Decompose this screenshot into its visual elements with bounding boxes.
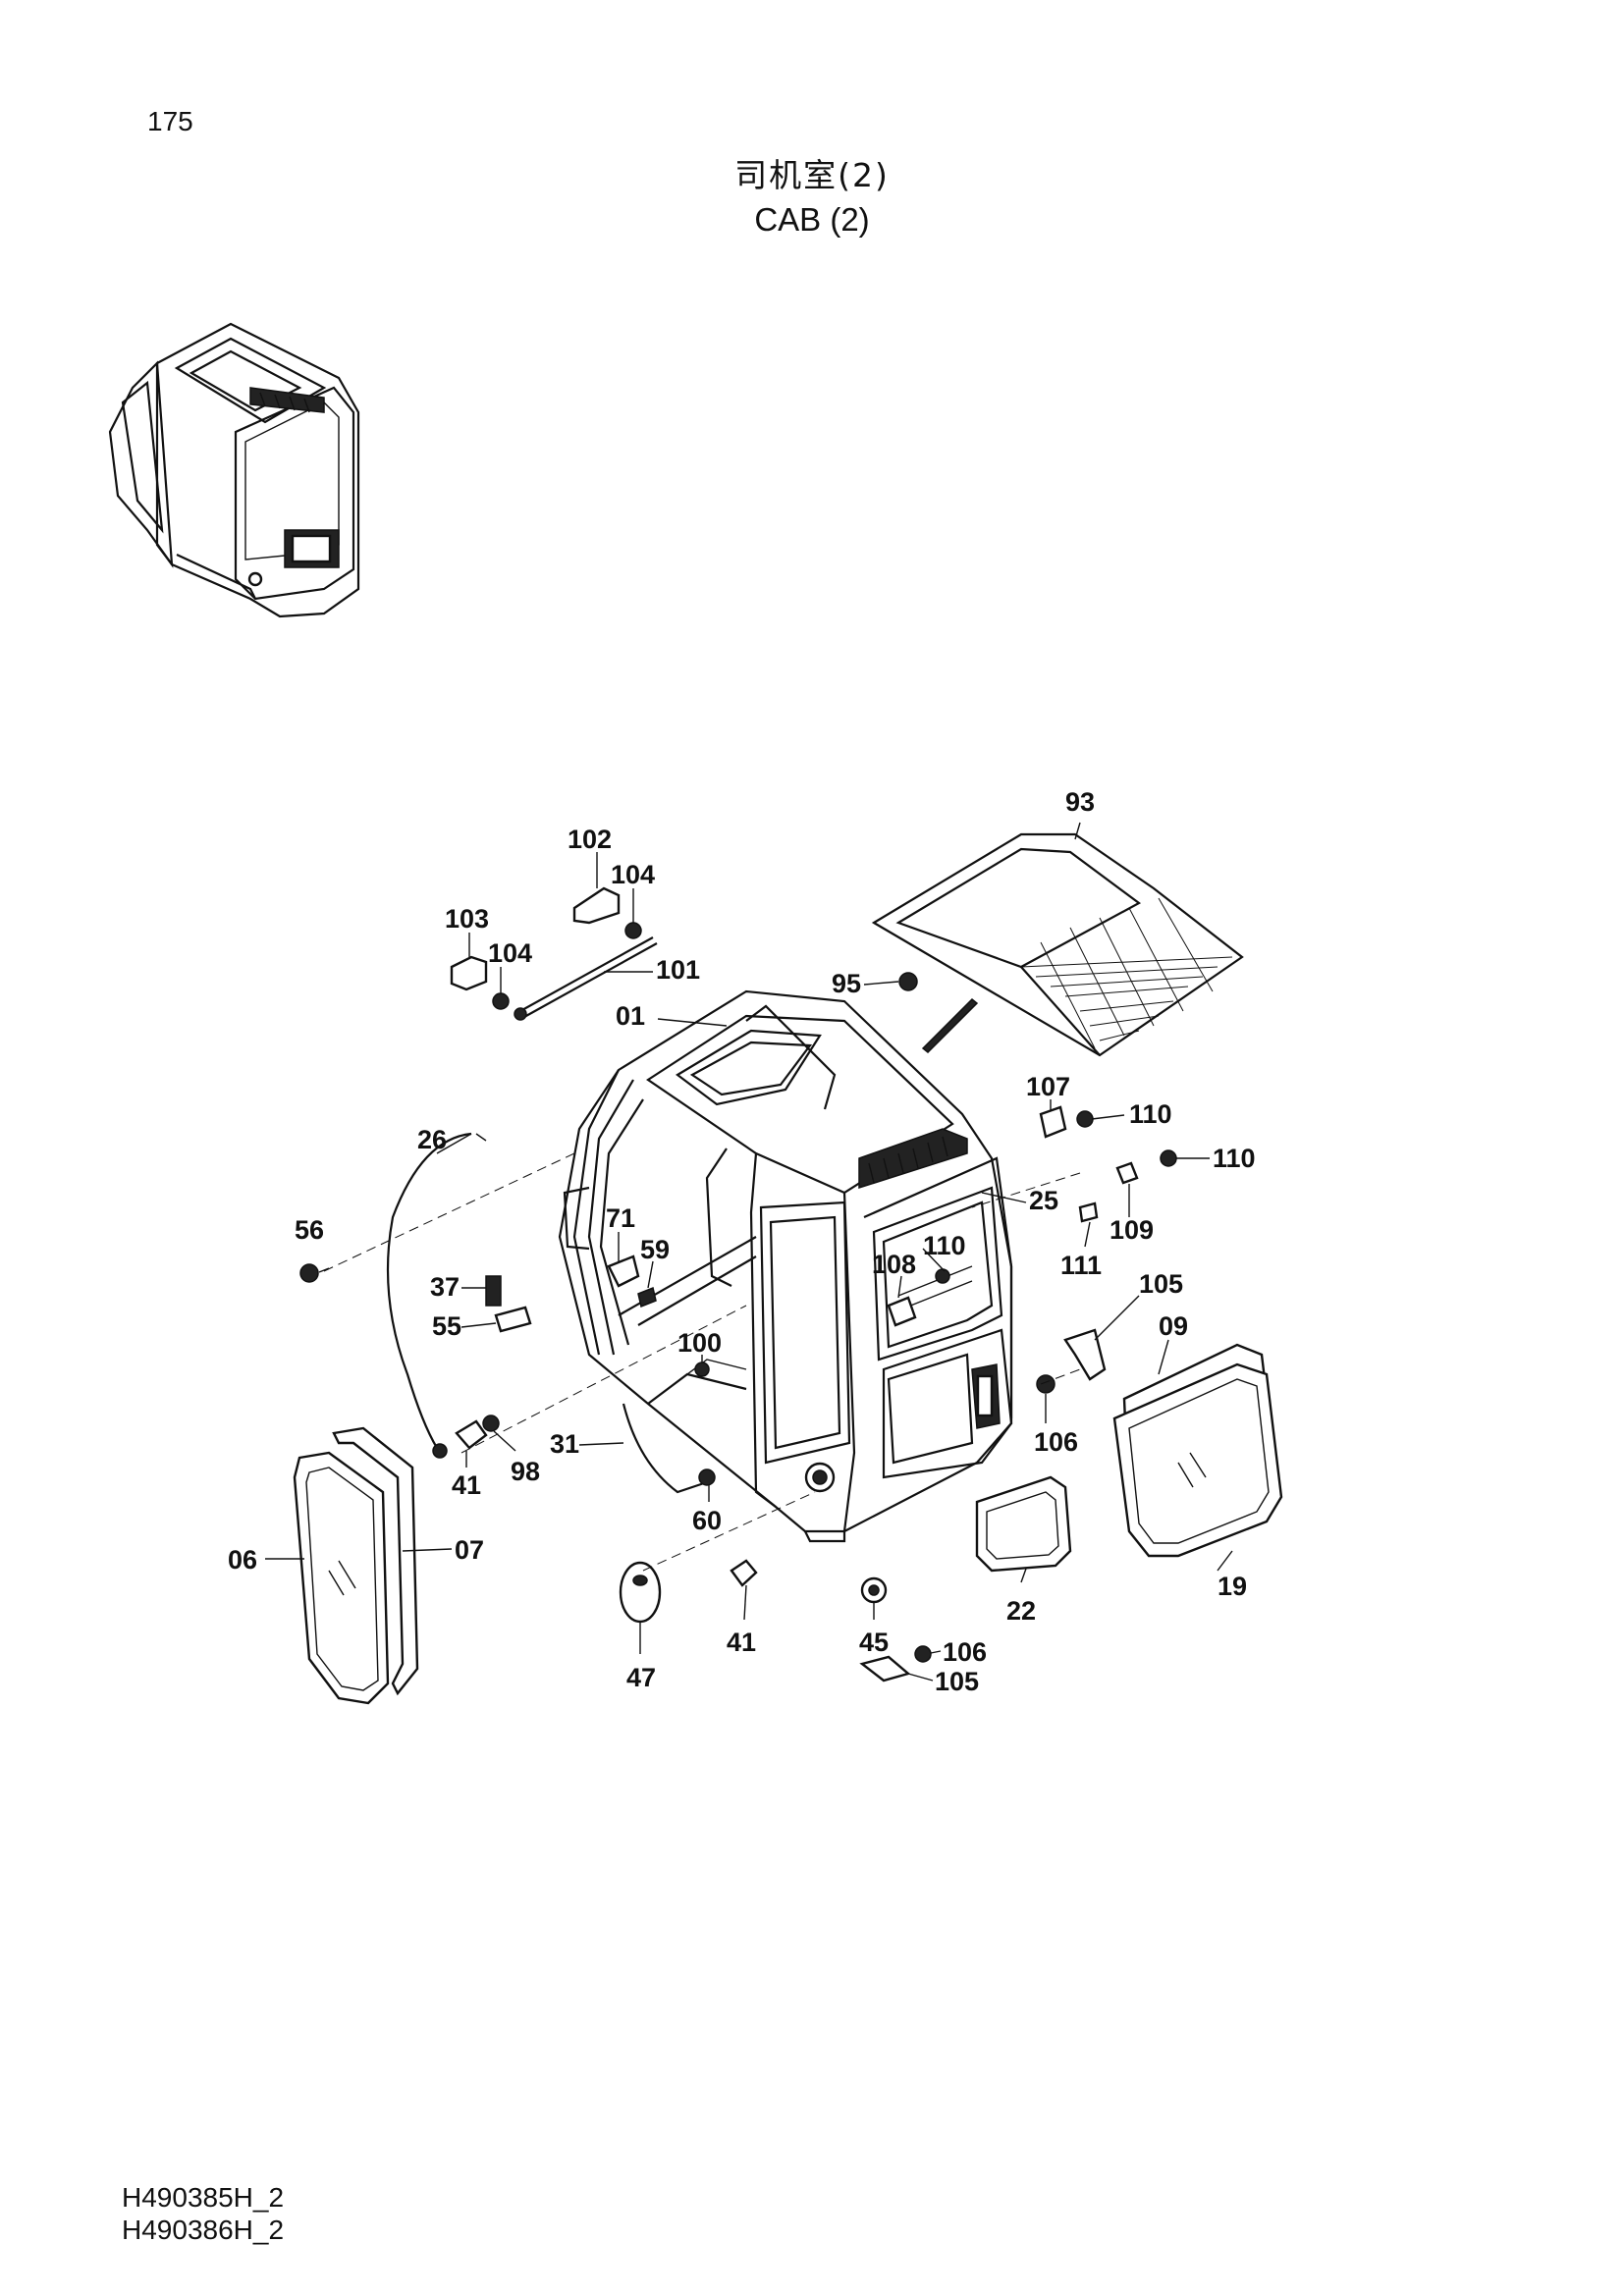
callout-09: 09 [1159,1311,1188,1341]
callout-95: 95 [832,969,861,998]
callout-41: 41 [452,1470,481,1500]
callout-60: 60 [692,1506,722,1535]
callout-41: 41 [727,1628,756,1657]
leader-lines [265,822,1233,1682]
page-title-chinese: 司机室(2) [734,156,890,194]
callout-110: 110 [1129,1099,1172,1129]
callout-107: 107 [1026,1072,1070,1101]
cab-frame [558,989,1013,1543]
callout-59: 59 [640,1235,670,1264]
callout-110: 110 [923,1231,966,1260]
callout-47: 47 [626,1663,656,1692]
roof-panel [871,832,1244,1057]
small-parts [299,886,1177,1682]
cab-thumbnail [108,322,360,618]
callout-labels: 93 102 104 103 104 101 95 01 26 107 110 … [228,787,1256,1696]
callout-31: 31 [550,1429,579,1459]
window-22 [975,1475,1072,1573]
page-title-english: CAB (2) [754,201,870,238]
callout-100: 100 [677,1328,722,1358]
callout-71: 71 [606,1203,635,1233]
callout-22: 22 [1006,1596,1036,1626]
callout-108: 108 [872,1250,916,1279]
callout-111: 111 [1060,1251,1102,1280]
callout-105: 105 [935,1667,979,1696]
window-19 [1112,1362,1283,1558]
callout-104: 104 [611,860,655,889]
callout-25: 25 [1029,1186,1058,1215]
callout-106: 106 [1034,1427,1078,1457]
callout-104: 104 [488,938,532,968]
callout-19: 19 [1218,1572,1247,1601]
callout-06: 06 [228,1545,257,1575]
page-number: 175 [147,106,193,136]
callout-102: 102 [568,825,612,854]
callout-101: 101 [656,955,700,985]
callout-106: 106 [943,1637,987,1667]
callout-109: 109 [1110,1215,1154,1245]
document-code: H490385H_2 [122,2182,285,2213]
callout-93: 93 [1065,787,1095,817]
callout-45: 45 [859,1628,889,1657]
callout-56: 56 [295,1215,324,1245]
window-06 [293,1451,390,1705]
document-codes: H490385H_2 H490386H_2 [122,2181,284,2246]
callout-01: 01 [616,1001,645,1031]
callout-110: 110 [1213,1144,1256,1173]
callout-07: 07 [455,1535,484,1565]
window-07 [332,1426,419,1696]
callout-98: 98 [511,1457,540,1486]
callout-26: 26 [417,1125,447,1154]
callout-37: 37 [430,1272,460,1302]
callout-103: 103 [445,904,489,934]
callout-55: 55 [432,1311,461,1341]
document-code: H490386H_2 [122,2215,285,2245]
callout-105: 105 [1139,1269,1183,1299]
